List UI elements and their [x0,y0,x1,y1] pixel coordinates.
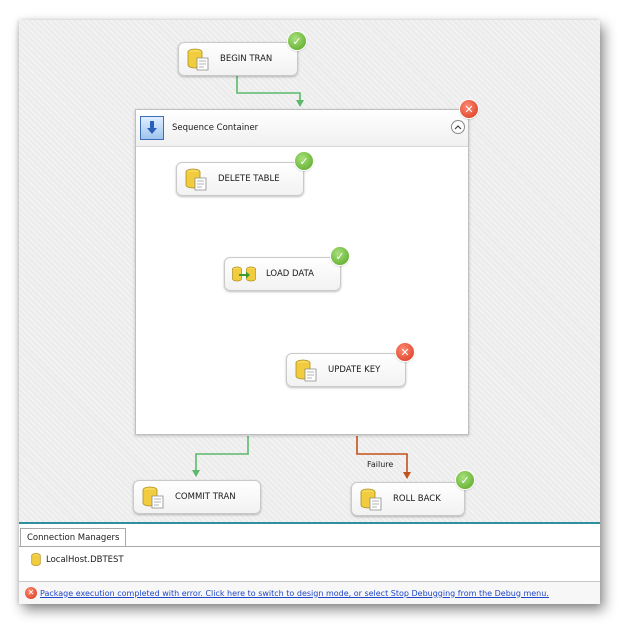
success-check-icon: ✓ [288,32,306,50]
task-label: COMMIT TRAN [175,492,236,502]
chevron-up-icon[interactable] [451,120,465,134]
control-flow-canvas[interactable]: BEGIN TRAN ✓ Sequence Container ✕ [19,20,600,523]
designer-window: BEGIN TRAN ✓ Sequence Container ✕ [19,20,600,604]
error-icon: ✕ [25,587,37,599]
database-icon [31,553,41,566]
connection-manager-name: LocalHost.DBTEST [46,554,124,565]
error-x-icon: ✕ [460,100,478,118]
task-begin-tran[interactable]: BEGIN TRAN [178,42,298,76]
success-check-icon: ✓ [331,247,349,265]
connection-manager-item[interactable]: LocalHost.DBTEST [31,553,124,566]
task-label: LOAD DATA [266,269,314,279]
task-load-data[interactable]: LOAD DATA [224,257,341,291]
sequence-container-title: Sequence Container [172,123,259,133]
failure-constraint-label: Failure [367,460,394,469]
sequence-container-icon [140,116,164,140]
task-label: UPDATE KEY [328,365,381,375]
task-commit-tran[interactable]: COMMIT TRAN [133,480,261,514]
constraint-container-to-rollback [356,436,411,479]
tab-connection-managers[interactable]: Connection Managers [20,528,127,546]
sql-task-icon [187,48,209,71]
sql-task-icon [142,486,164,509]
switch-to-design-mode-link[interactable]: Package execution completed with error. … [40,588,549,598]
sql-task-icon [295,359,317,382]
sequence-container-header[interactable]: Sequence Container [136,110,468,147]
task-label: ROLL BACK [393,494,441,504]
task-label: DELETE TABLE [218,174,280,184]
constraint-begin-to-container [236,76,304,107]
task-label: BEGIN TRAN [220,54,273,64]
task-roll-back[interactable]: ROLL BACK [351,482,465,516]
constraint-container-to-commit [192,436,249,477]
tab-label: Connection Managers [27,532,120,543]
error-x-icon: ✕ [396,343,414,361]
sql-task-icon [185,168,207,191]
success-check-icon: ✓ [295,152,313,170]
status-bar: ✕ Package execution completed with error… [19,581,600,604]
success-check-icon: ✓ [456,471,474,489]
sql-task-icon [360,488,382,511]
divider [19,546,600,547]
task-delete-table[interactable]: DELETE TABLE [176,162,304,196]
canvas-divider [19,522,600,524]
data-flow-task-icon [232,266,256,282]
task-update-key[interactable]: UPDATE KEY [286,353,406,387]
